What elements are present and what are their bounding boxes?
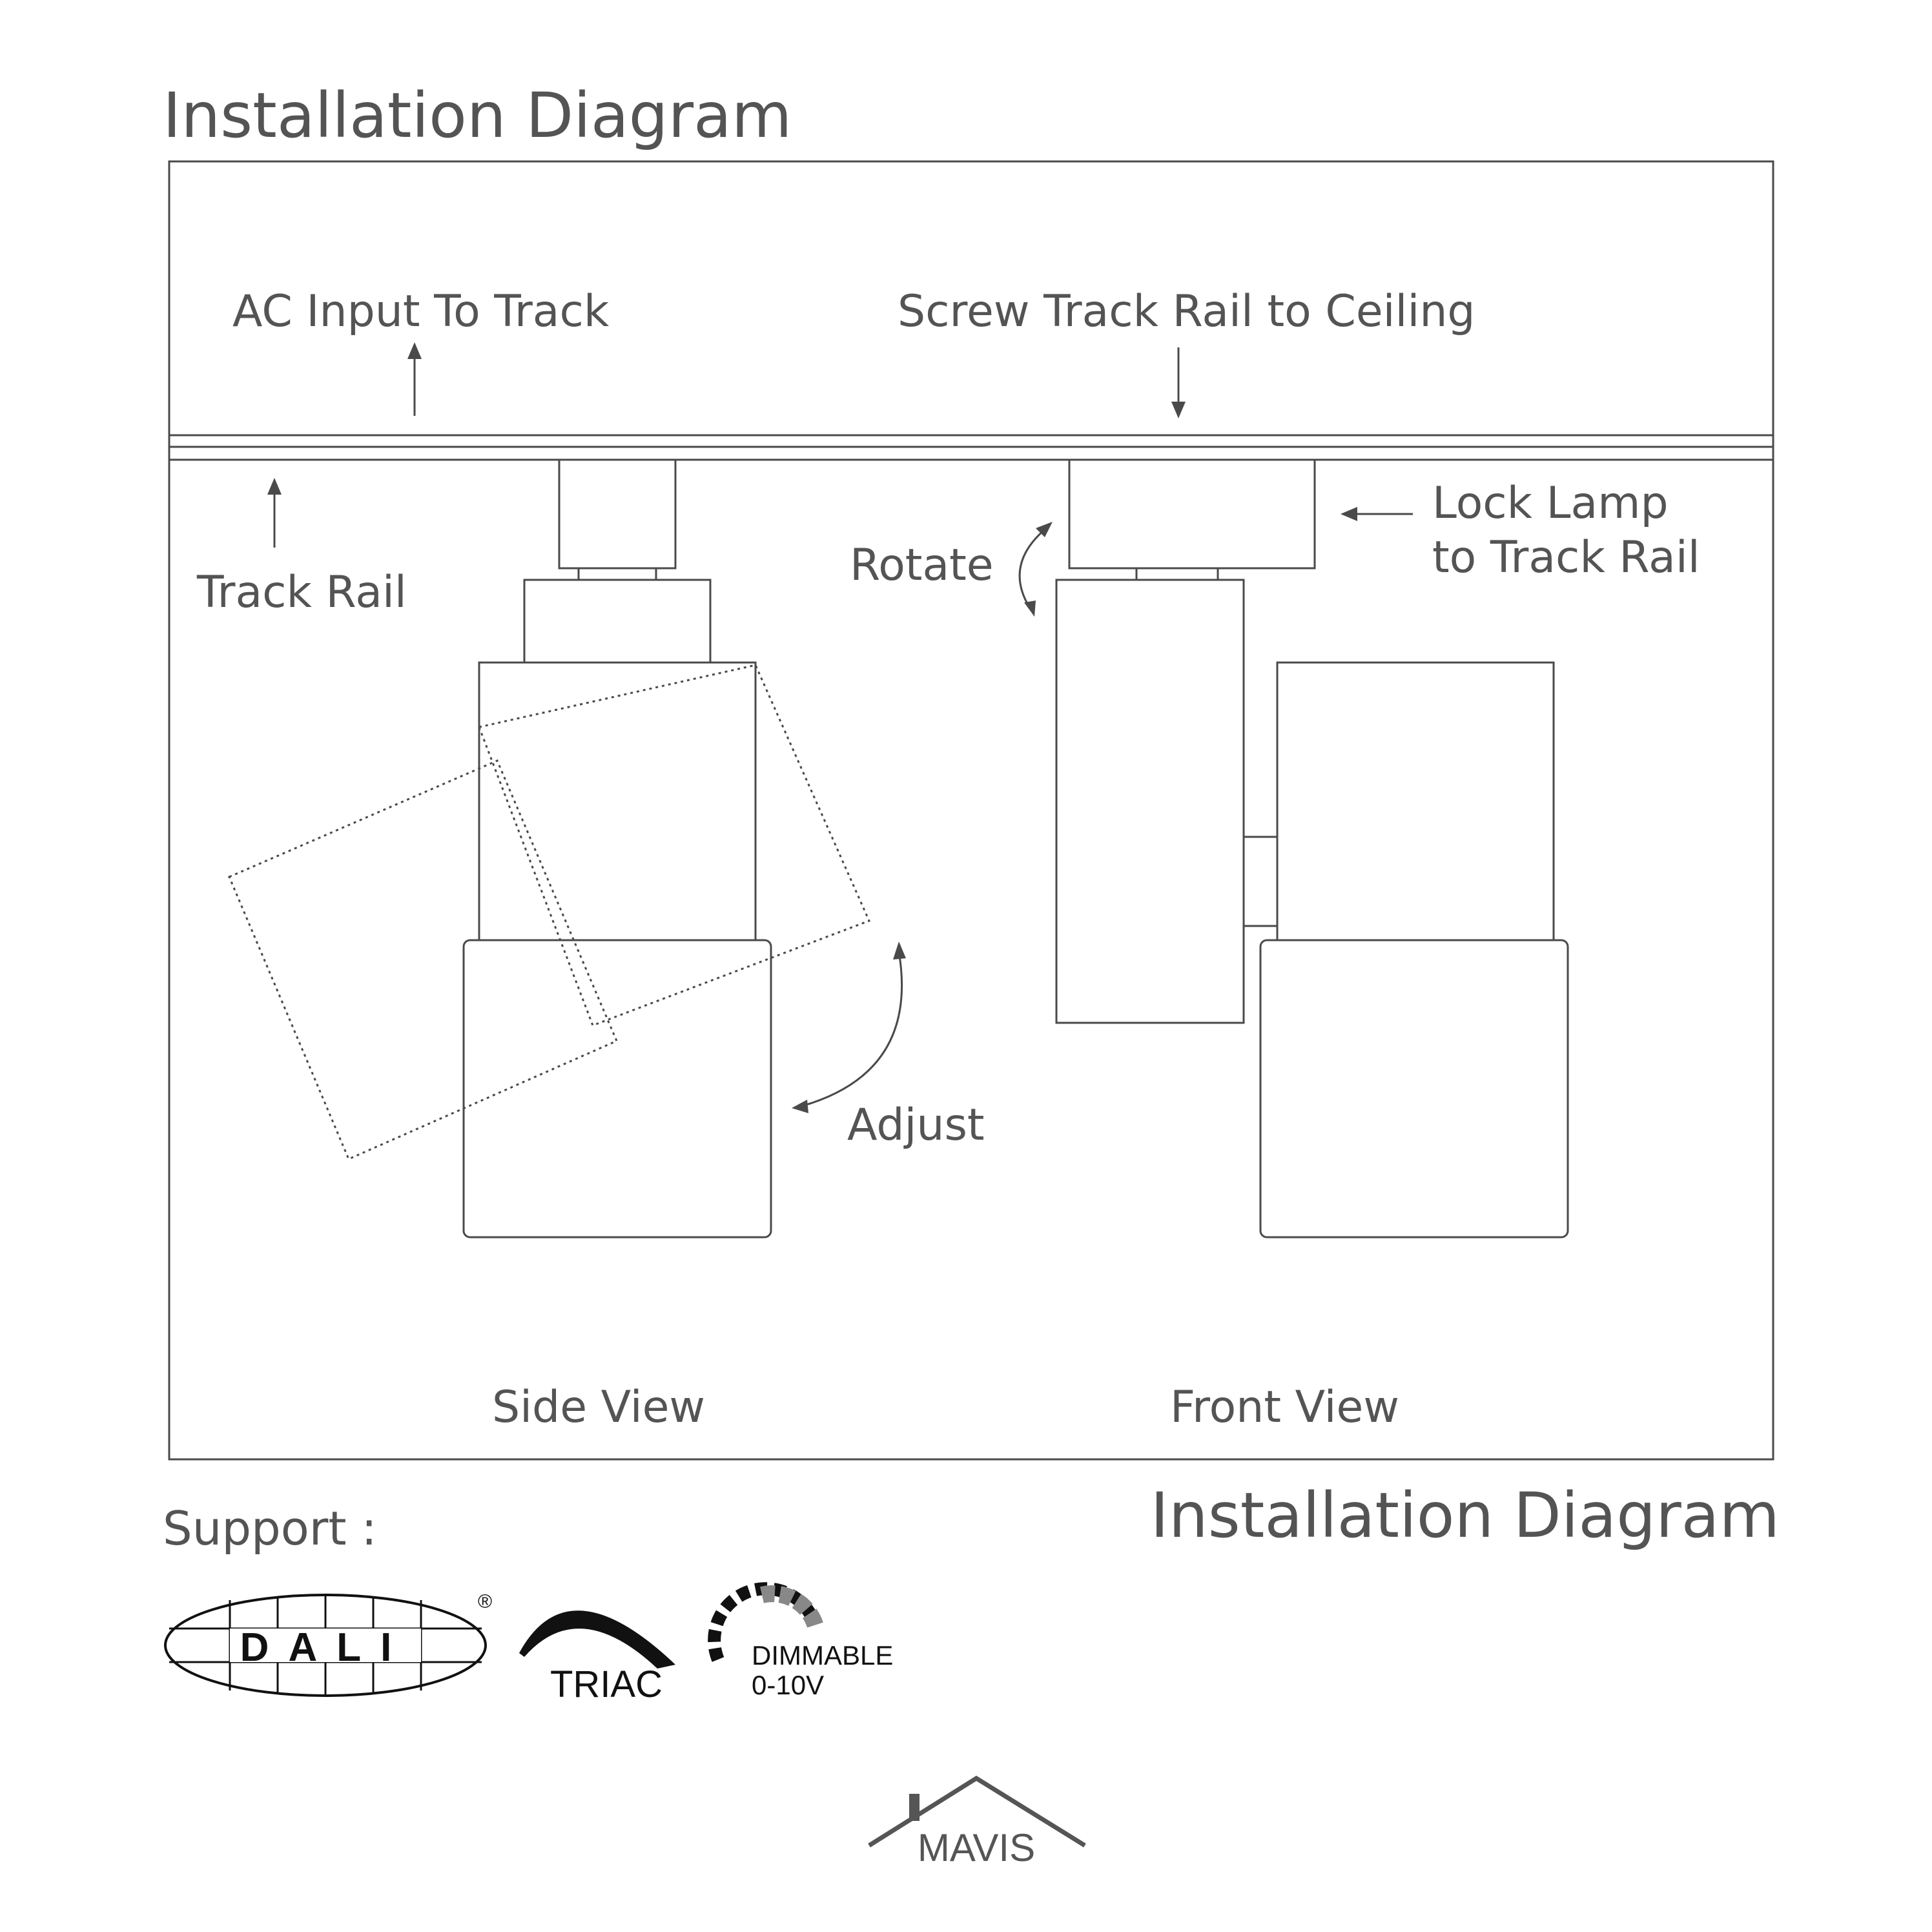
track-rail-arrow-icon — [267, 478, 282, 548]
side-view-tilted-outline — [228, 664, 871, 1160]
mavis-logo-text: MAVIS — [918, 1826, 1035, 1869]
dali-logo-text: DALI — [240, 1625, 411, 1670]
triac-logo: TRIAC — [519, 1610, 675, 1705]
side-view-caption: Side View — [492, 1382, 705, 1433]
screw-rail-arrow-icon — [1171, 347, 1186, 418]
support-label: Support : — [163, 1501, 377, 1556]
track-rail-label: Track Rail — [196, 567, 407, 618]
front-view-caption: Front View — [1170, 1382, 1399, 1433]
diagram-frame — [168, 160, 1774, 1461]
dimmable-logo-text: DIMMABLE — [752, 1640, 893, 1670]
screw-rail-label: Screw Track Rail to Ceiling — [898, 286, 1475, 337]
dali-logo: DALI ® — [164, 1591, 492, 1697]
triac-logo-text: TRIAC — [550, 1663, 663, 1705]
mavis-logo: MAVIS — [868, 1775, 1086, 1869]
ac-input-label: AC Input To Track — [232, 286, 610, 337]
adjust-label: Adjust — [847, 1100, 985, 1151]
page-title: Installation Diagram — [163, 79, 792, 152]
lock-lamp-label-line2: to Track Rail — [1432, 532, 1700, 583]
bottom-title: Installation Diagram — [1151, 1479, 1780, 1552]
front-view-fixture — [1055, 458, 1569, 1238]
side-view-fixture — [462, 458, 772, 1238]
dimmable-logo: DIMMABLE 0-10V — [708, 1582, 893, 1700]
lock-lamp-arrow-icon — [1341, 507, 1413, 521]
lock-lamp-label-line1: Lock Lamp — [1432, 478, 1669, 529]
rotate-label: Rotate — [850, 540, 994, 591]
adjust-arrow-icon — [792, 941, 906, 1113]
dimmable-logo-voltage: 0-10V — [752, 1670, 824, 1700]
rotate-arrow-icon — [1018, 522, 1053, 617]
ac-input-arrow-icon — [407, 342, 422, 416]
dali-registered-mark: ® — [478, 1591, 492, 1612]
